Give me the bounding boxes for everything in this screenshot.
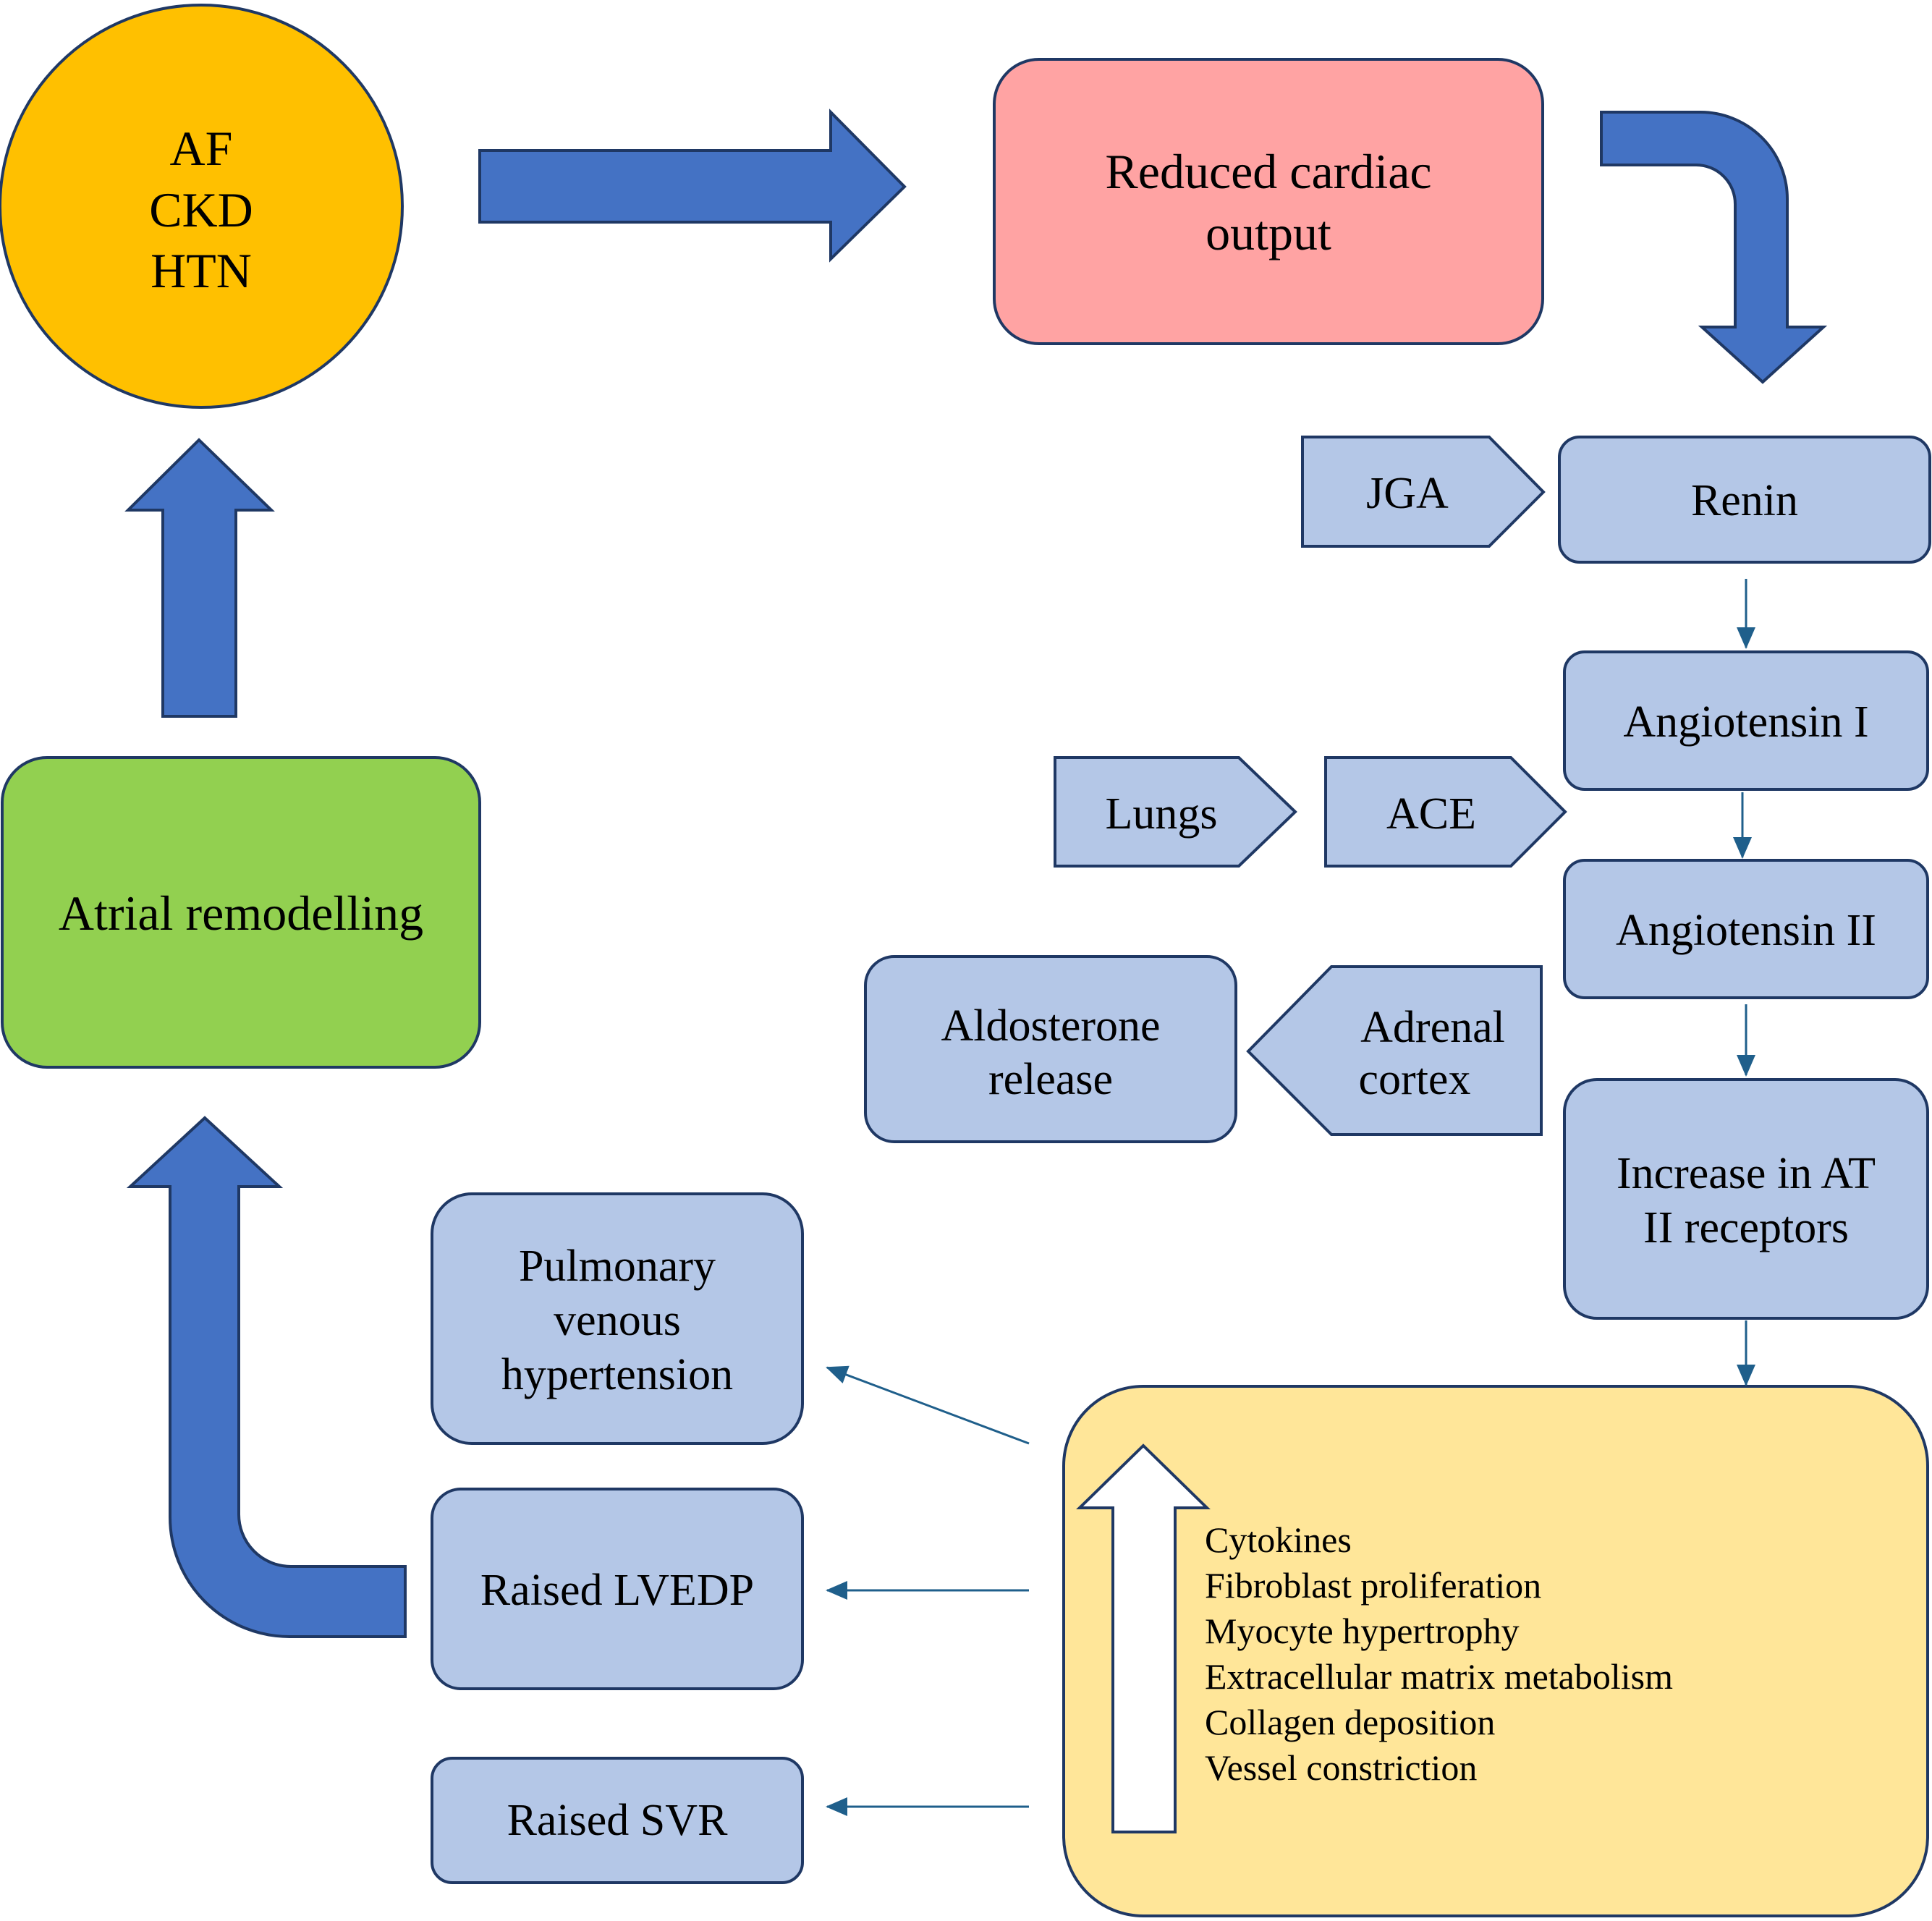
effects-box (1062, 1385, 1929, 1917)
effect-item: Vessel constriction (1205, 1747, 1477, 1788)
jga-shape (1301, 436, 1546, 548)
reduced-output-line2: output (1206, 205, 1331, 260)
renin-label: Renin (1691, 476, 1798, 525)
reduced-output-box (993, 58, 1544, 345)
pulmonary-box (431, 1192, 804, 1445)
effects-list: Cytokines Fibroblast proliferation Myocy… (1205, 1519, 1673, 1788)
pulmonary-line3: hypertension (501, 1350, 733, 1399)
arrow-remodelling-to-conditions (124, 438, 275, 718)
condition-htn: HTN (151, 243, 252, 298)
atrial-remodelling-box (1, 756, 481, 1069)
effect-item: Extracellular matrix metabolism (1205, 1656, 1673, 1697)
angiotensin2-label: Angiotensin II (1616, 906, 1876, 955)
ace-shape (1324, 756, 1567, 868)
aldosterone-box (864, 955, 1237, 1143)
at2-receptors-line2: II receptors (1643, 1203, 1849, 1252)
arrow-conditions-to-output (478, 109, 907, 263)
pulmonary-line2: venous (554, 1296, 681, 1345)
conditions-circle (0, 4, 404, 409)
at2-receptors-box (1563, 1078, 1929, 1320)
aldosterone-line1: Aldosterone (941, 1001, 1160, 1051)
lungs-label: Lungs (1106, 789, 1218, 839)
at2-receptors-line1: Increase in AT (1617, 1149, 1876, 1198)
jga-label: JGA (1366, 469, 1449, 518)
lvedp-box (431, 1488, 804, 1690)
arrow-output-to-renin (1600, 111, 1828, 384)
increase-arrow-icon (1076, 1443, 1211, 1833)
lungs-shape (1054, 756, 1297, 868)
reduced-output-line1: Reduced cardiac (1105, 144, 1431, 199)
adrenal-shape (1246, 965, 1543, 1136)
ace-label: ACE (1386, 789, 1476, 839)
adrenal-line2: cortex (1359, 1055, 1471, 1104)
arrow-lvedp-to-remodelling (126, 1116, 407, 1638)
connector-effects-to-pulmonary (826, 1365, 1030, 1445)
condition-af: AF (170, 121, 233, 176)
atrial-remodelling-label: Atrial remodelling (59, 886, 423, 941)
angiotensin1-box (1563, 650, 1929, 791)
angiotensin1-label: Angiotensin I (1623, 697, 1868, 747)
pulmonary-line1: Pulmonary (519, 1242, 716, 1291)
aldosterone-line2: release (988, 1055, 1113, 1104)
effect-item: Cytokines (1205, 1519, 1352, 1560)
svr-label: Raised SVR (507, 1796, 729, 1845)
effect-item: Myocyte hypertrophy (1205, 1611, 1520, 1651)
angiotensin2-box (1563, 859, 1929, 999)
svr-box (431, 1757, 804, 1884)
effect-item: Fibroblast proliferation (1205, 1565, 1541, 1606)
renin-box (1558, 436, 1931, 564)
effect-item: Collagen deposition (1205, 1702, 1495, 1742)
condition-ckd: CKD (149, 182, 253, 237)
adrenal-line1: Adrenal (1360, 1003, 1505, 1052)
lvedp-label: Raised LVEDP (480, 1566, 754, 1615)
